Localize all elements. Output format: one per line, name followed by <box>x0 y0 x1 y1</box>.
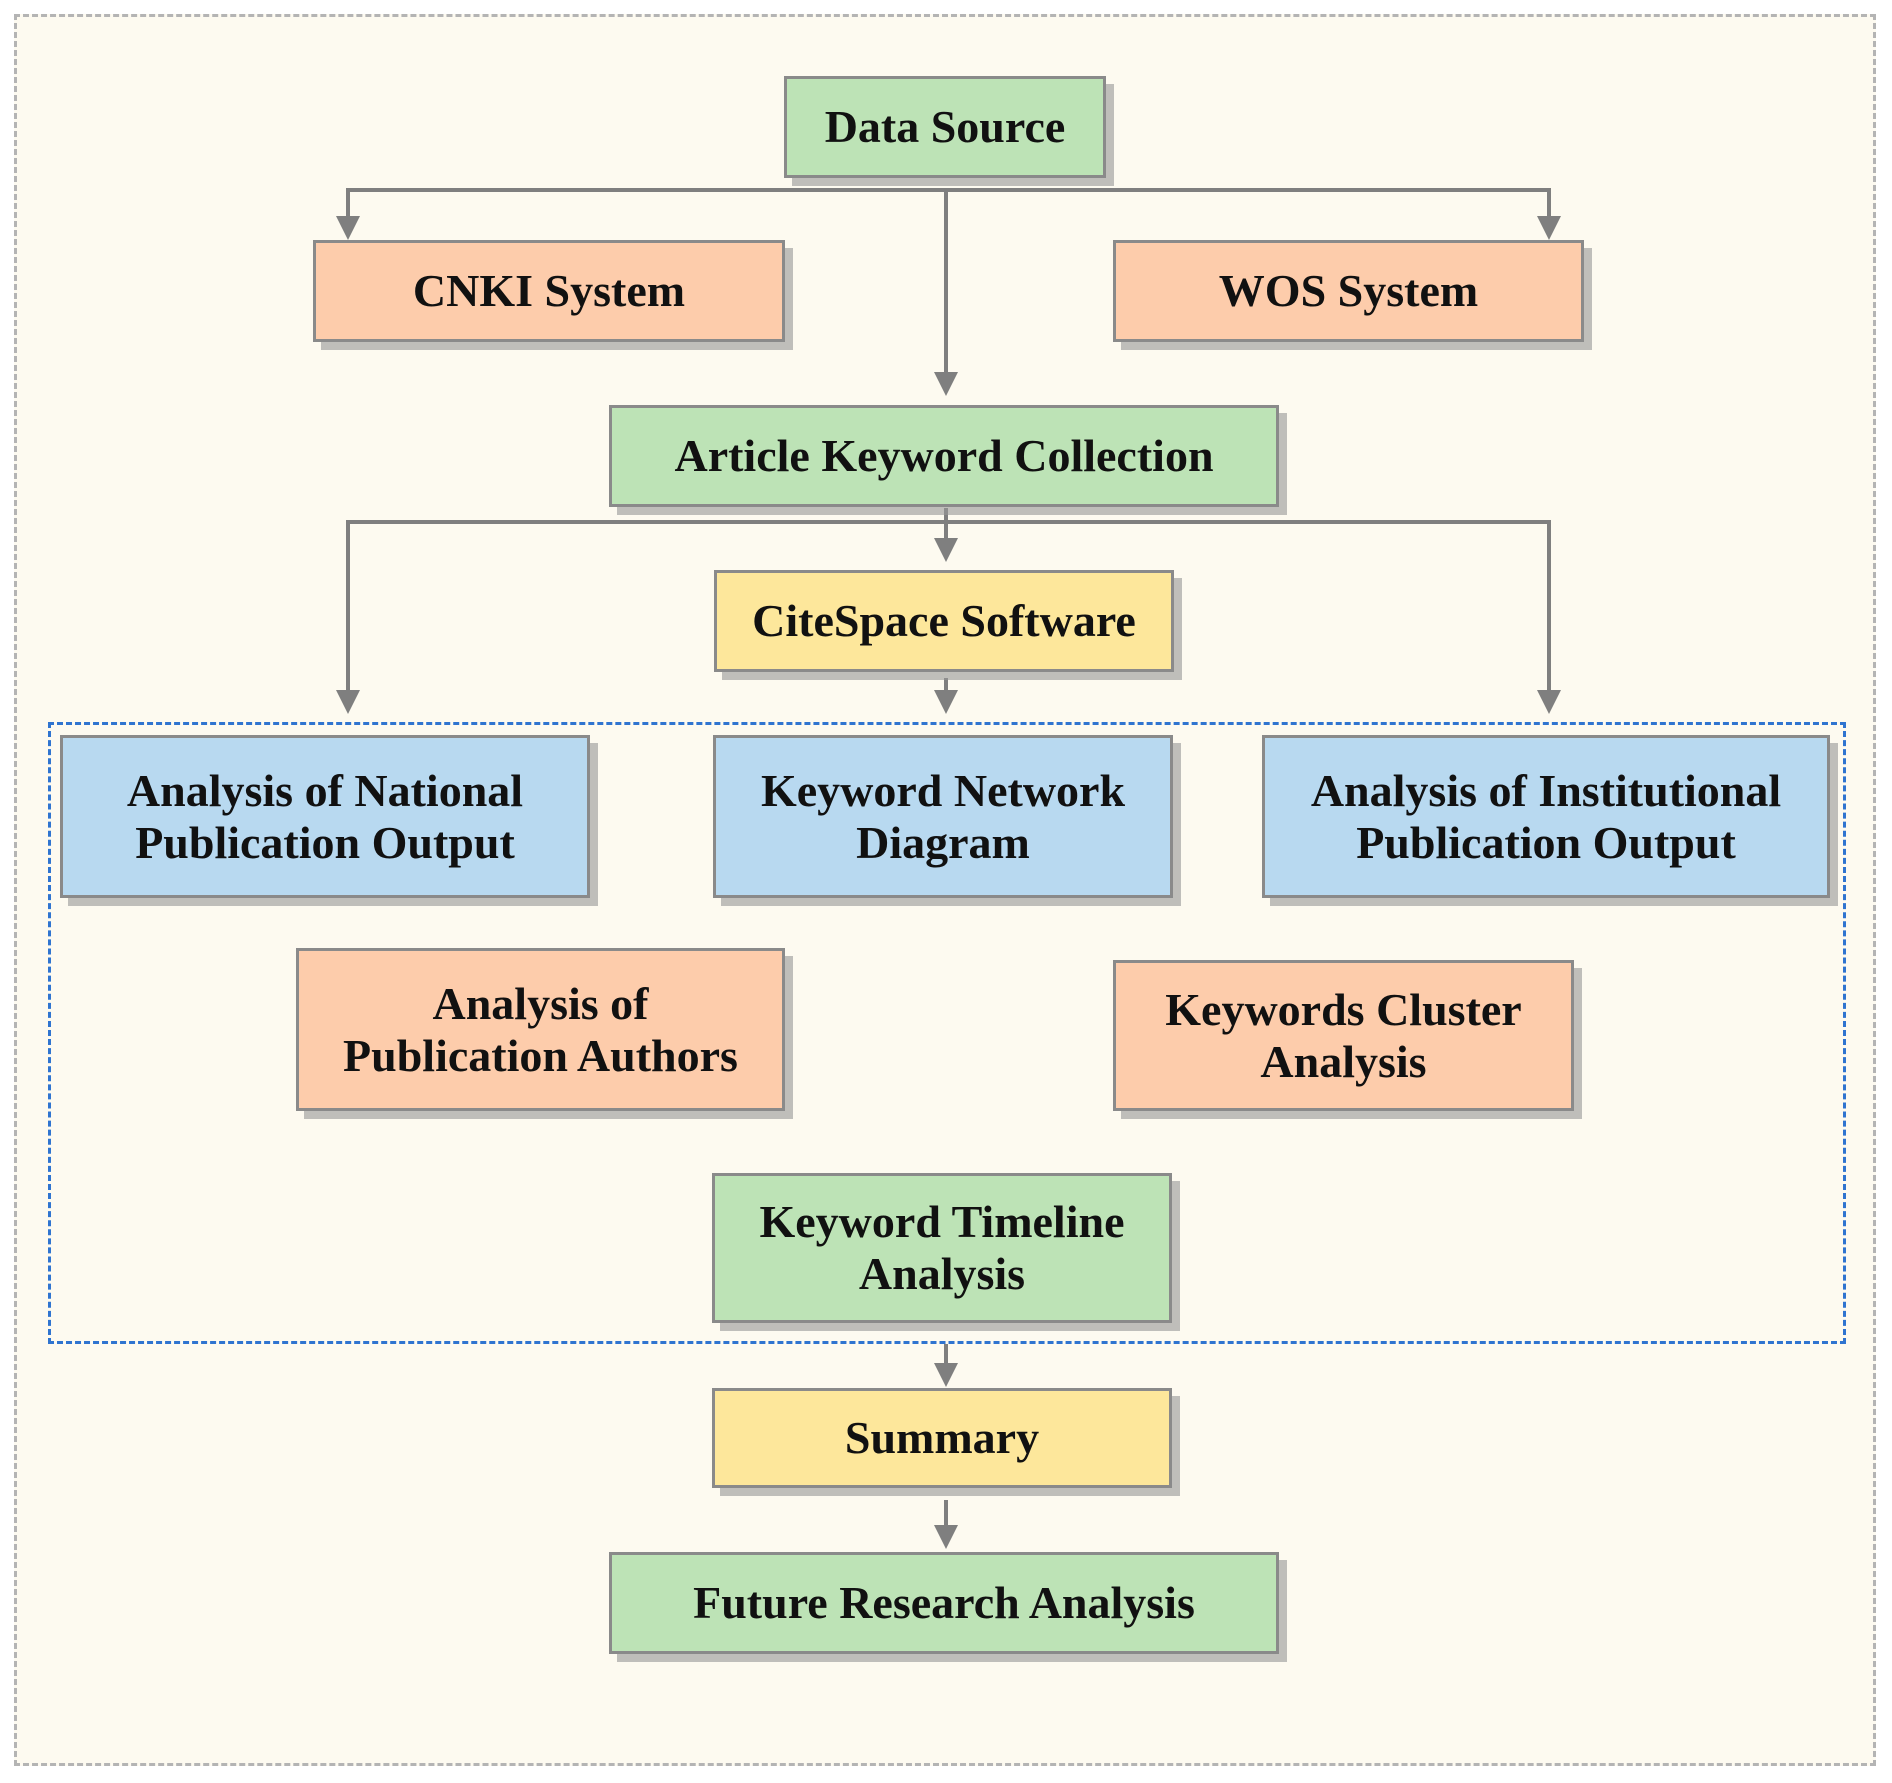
edge-datasource-cnki <box>336 188 946 240</box>
analysis-group-frame <box>48 722 1846 1344</box>
node-data-source: Data Source <box>784 76 1106 178</box>
node-citespace-software: CiteSpace Software <box>714 570 1174 672</box>
node-keywords-cluster-analysis: Keywords Cluster Analysis <box>1113 960 1574 1111</box>
node-cnki-system: CNKI System <box>313 240 785 342</box>
edge-collection-institutional <box>946 520 1561 714</box>
node-analysis-publication-authors: Analysis of Publication Authors <box>296 948 785 1111</box>
edge-datasource-wos <box>946 188 1561 240</box>
node-keyword-timeline-analysis: Keyword Timeline Analysis <box>712 1173 1172 1323</box>
node-summary: Summary <box>712 1388 1172 1488</box>
node-article-keyword-collection: Article Keyword Collection <box>609 405 1279 507</box>
edge-collection-national <box>336 520 946 714</box>
node-wos-system: WOS System <box>1113 240 1584 342</box>
node-analysis-national-output: Analysis of National Publication Output <box>60 735 590 898</box>
node-analysis-institutional-output: Analysis of Institutional Publication Ou… <box>1262 735 1830 898</box>
node-future-research-analysis: Future Research Analysis <box>609 1552 1279 1654</box>
node-keyword-network-diagram: Keyword Network Diagram <box>713 735 1173 898</box>
